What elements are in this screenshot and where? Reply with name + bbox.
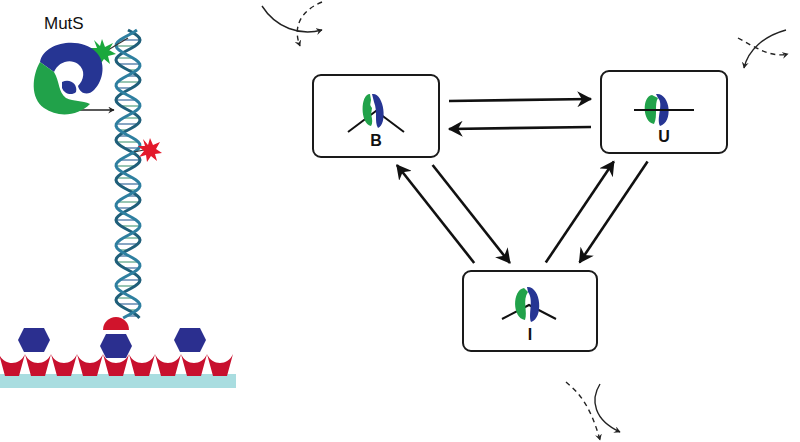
- dna-helix: [116, 30, 140, 318]
- surface: [0, 374, 236, 388]
- muts-bent-dna: [348, 94, 404, 132]
- streptavidin: [174, 328, 206, 352]
- state-box: B: [312, 74, 440, 158]
- exchange-arrows: [262, 2, 788, 440]
- transition-arrow: [433, 165, 510, 263]
- transition-arrow: [449, 99, 591, 101]
- transition-arrow: [449, 127, 591, 129]
- state-box: I: [462, 270, 598, 352]
- state-box: U: [600, 70, 728, 154]
- mismatch-arrow: [80, 109, 114, 111]
- state-label: I: [464, 326, 596, 344]
- muts-unbent-dna: [634, 94, 694, 126]
- state-label: U: [602, 128, 726, 146]
- red-fluorophore: [138, 138, 162, 162]
- transition-arrow: [546, 161, 614, 262]
- linker: [134, 150, 144, 152]
- biotin-anchor: [103, 317, 129, 330]
- muts-intermediate-dna: [502, 287, 556, 322]
- streptavidin: [18, 328, 50, 352]
- streptavidin: [100, 334, 132, 358]
- muts-protein: [34, 43, 103, 115]
- transition-arrow: [397, 165, 474, 263]
- transition-arrow: [580, 161, 648, 262]
- state-label: B: [314, 132, 438, 150]
- part-label: MutS: [44, 14, 84, 34]
